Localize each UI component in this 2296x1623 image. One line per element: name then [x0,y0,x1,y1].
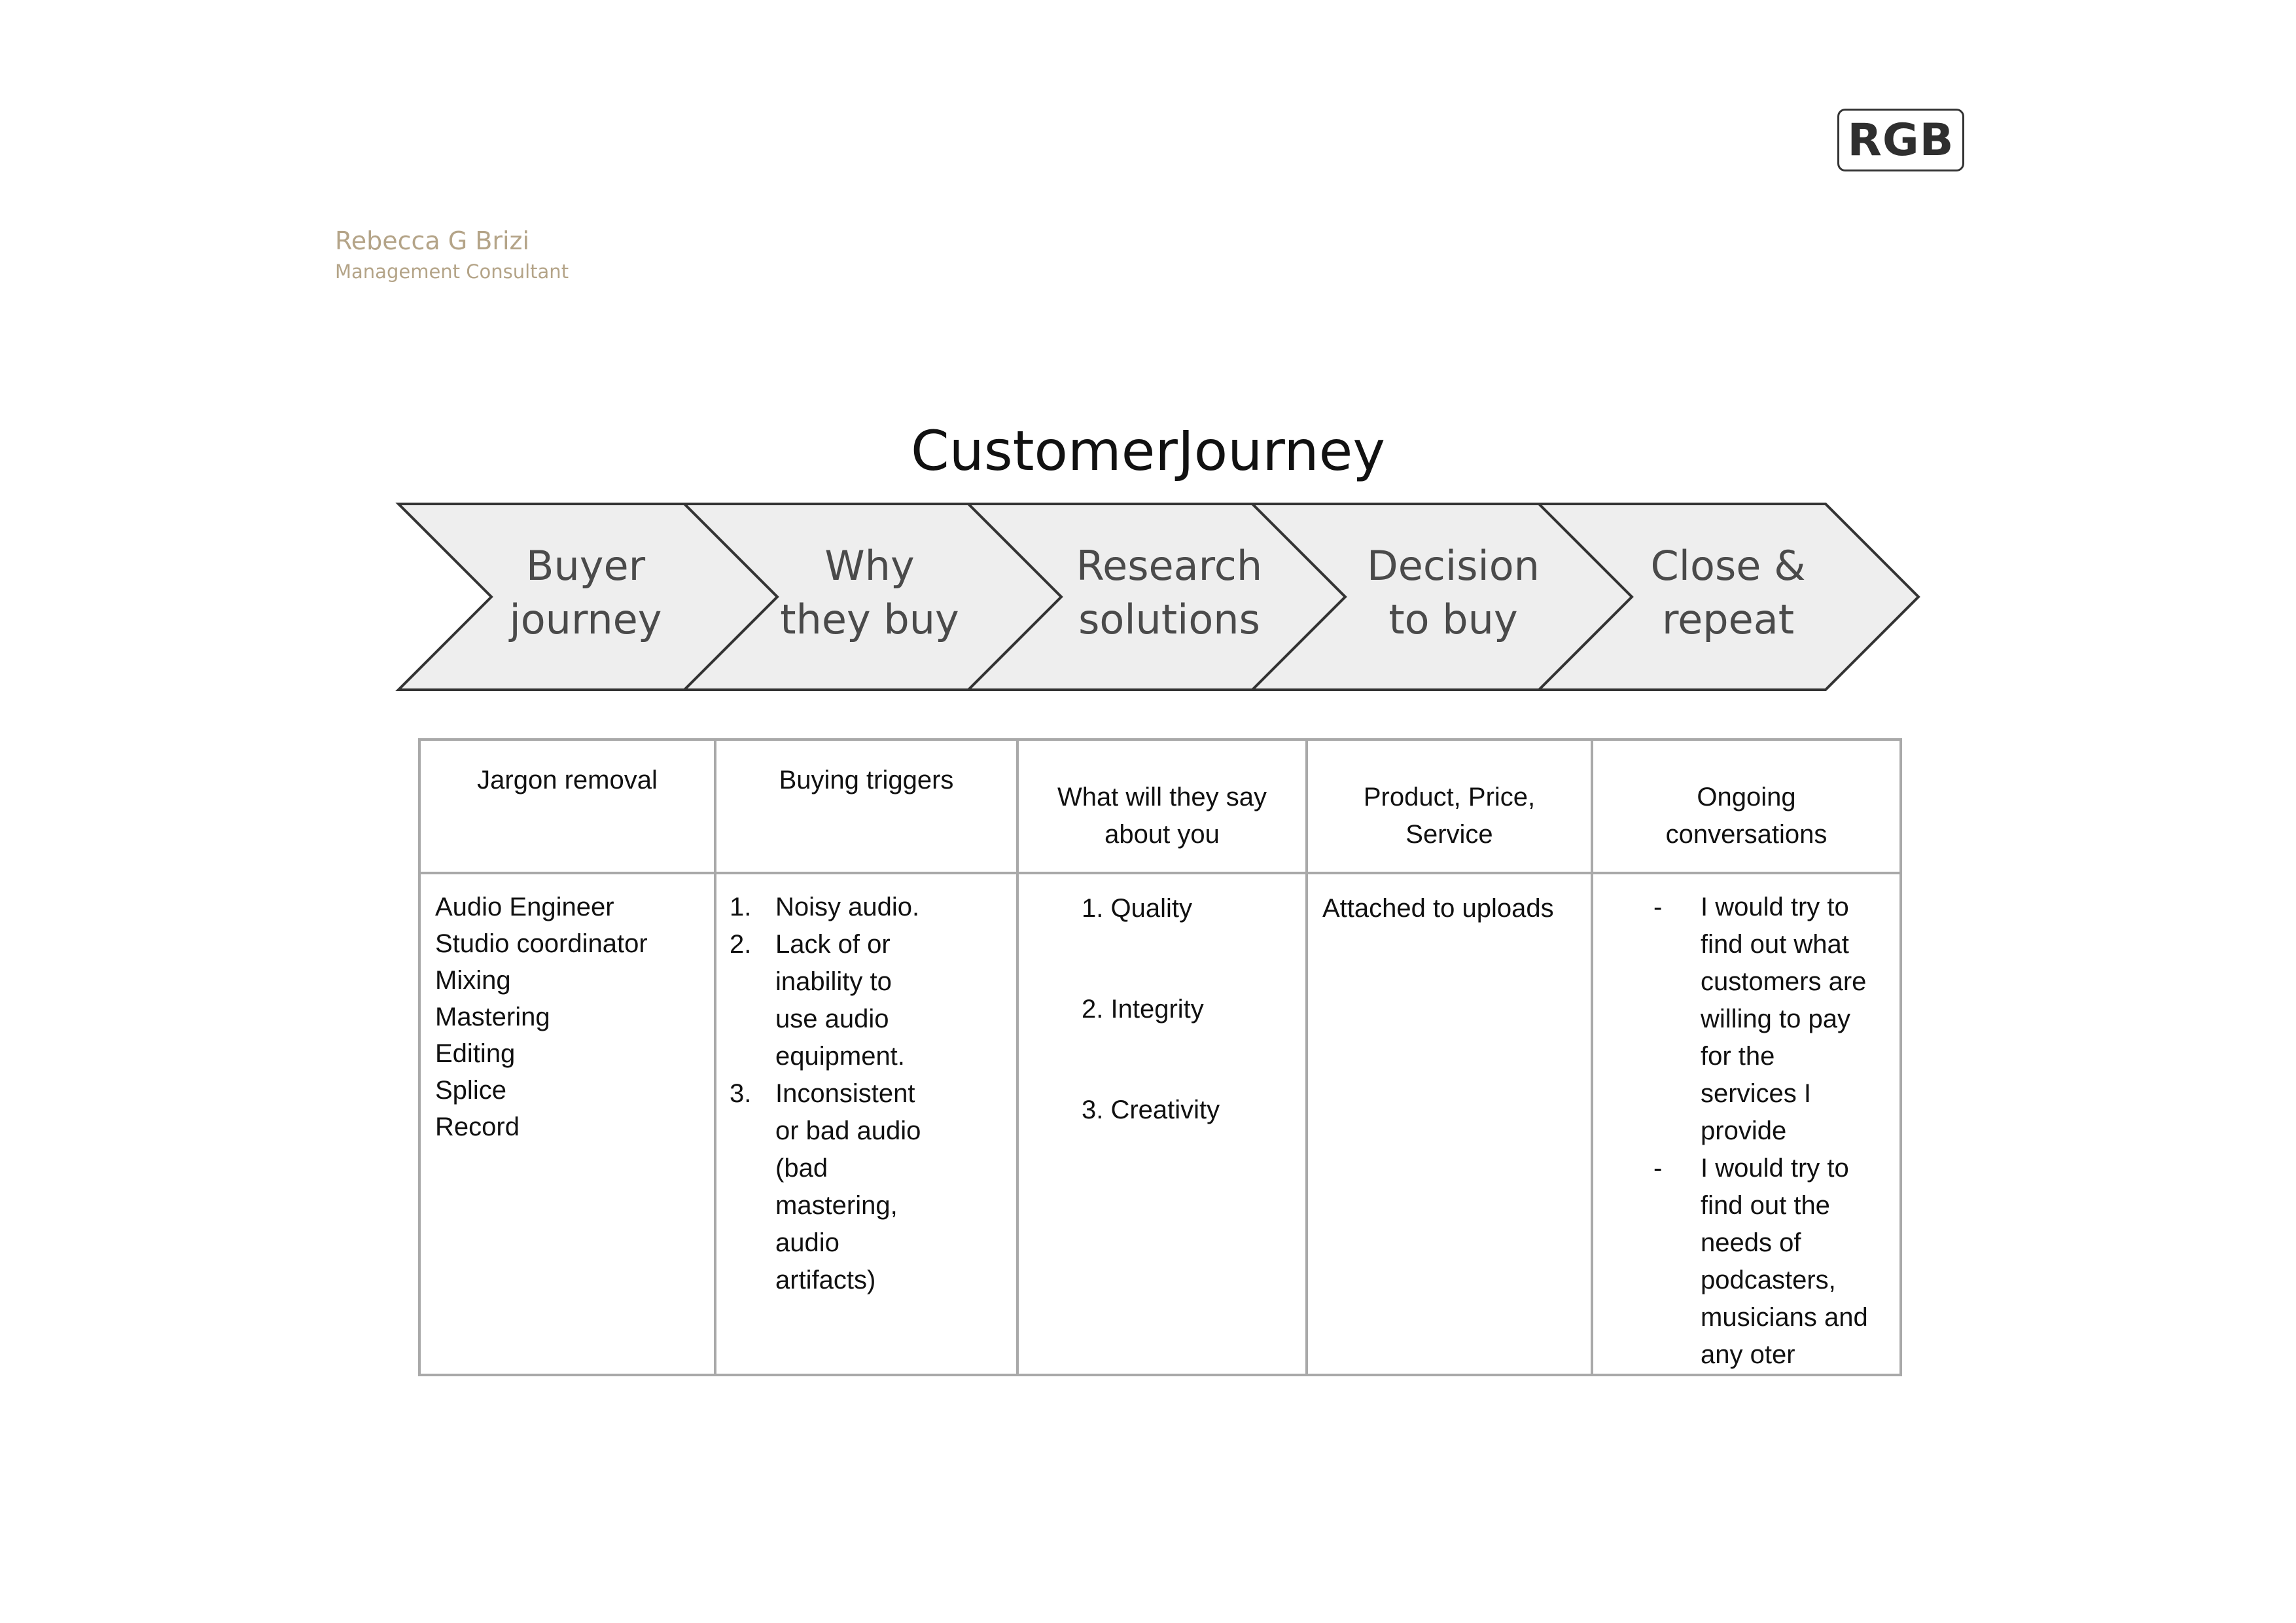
list-item: Studio coordinator [435,929,648,958]
list-item: 3. Creativity [1082,1096,1220,1124]
list-item: 1. Quality [1082,894,1192,923]
author-block: Rebecca G Brizi Management Consultant [335,224,569,285]
header-buying-triggers: Buying triggers [714,738,1019,874]
list-item: Audio Engineer [435,893,614,921]
list-item: 2. Integrity [1082,995,1204,1024]
cell-buying-triggers: 1. Noisy audio. 2. Lack of or inability … [714,872,1019,1376]
list-item: 1. Noisy audio. [730,893,920,921]
table-body-row: Audio Engineer Studio coordinator Mixing… [418,872,1902,1376]
journey-table: Jargon removal Buying triggers What will… [418,738,1902,1376]
cell-product-price-service: Attached to uploads [1305,872,1593,1376]
list-item: - I would try to find out what customers… [1653,893,1867,1145]
list-item: 2. Lack of or inability to use audio equ… [730,930,905,1071]
cell-ongoing-conversations: - I would try to find out what customers… [1591,872,1902,1376]
header-product-price-service: Product, Price,Service [1305,738,1593,874]
list-item: Record [435,1113,520,1141]
list-item: Mixing [435,966,511,995]
table-header-row: Jargon removal Buying triggers What will… [418,738,1902,874]
list-item: - I would try to find out the needs of p… [1653,1154,1868,1369]
author-role: Management Consultant [335,260,569,283]
list-item: Mastering [435,1003,550,1031]
rgb-logo: RGB [1837,109,1964,171]
header-jargon-removal: Jargon removal [418,738,716,874]
author-name: Rebecca G Brizi [335,226,530,255]
page-title: CustomerJourney [910,419,1386,483]
list-item: Splice [435,1076,506,1105]
chevron-close-repeat [1536,503,1920,691]
product-text: Attached to uploads [1322,894,1554,923]
stage-label-close-repeat: Close &repeat [1650,542,1806,643]
list-item: Editing [435,1039,516,1068]
journey-chevrons [395,503,1920,691]
list-item: 3. Inconsistent or bad audio (bad master… [730,1079,921,1294]
cell-jargon-list: Audio Engineer Studio coordinator Mixing… [418,872,716,1376]
cell-what-they-say: 1. Quality 2. Integrity 3. Creativity [1016,872,1308,1376]
